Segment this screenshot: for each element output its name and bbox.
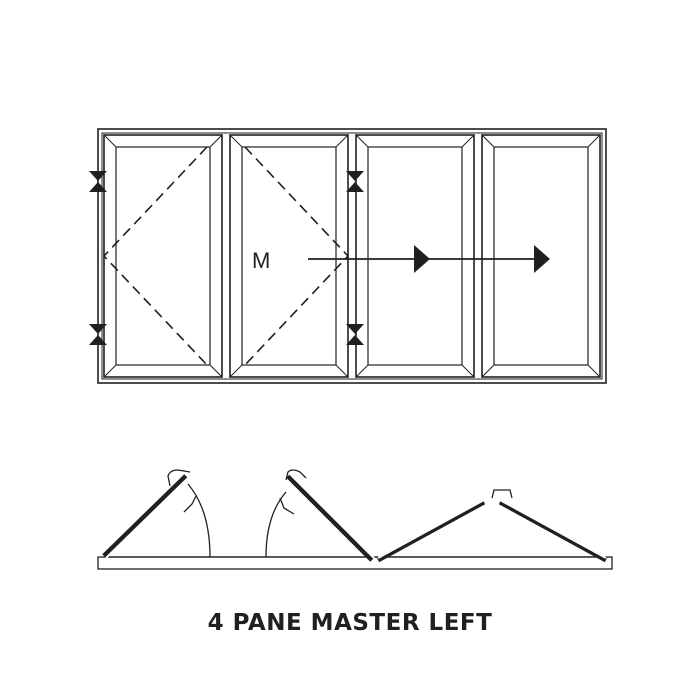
outer-frame: [97, 128, 607, 384]
arrow-head-icon: [534, 245, 550, 273]
door-pane: [103, 134, 223, 378]
handle-icon: [491, 489, 513, 499]
hinge-icon: [346, 324, 364, 345]
elevation-view: M: [89, 128, 607, 384]
master-pane-label: M: [252, 248, 270, 273]
hinge-icon: [89, 324, 107, 345]
diagram-title: 4 PANE MASTER LEFT: [207, 610, 493, 636]
opening-indicator-pane-2: [244, 146, 350, 366]
door-pane: [355, 134, 475, 378]
arrow-head-icon: [414, 245, 430, 273]
swing-arc: [187, 483, 211, 558]
folding-leaf: [286, 473, 375, 562]
door-pane: [481, 134, 601, 378]
swing-arc: [265, 491, 287, 558]
track: [97, 556, 613, 570]
opening-indicator-pane-1: [102, 146, 208, 366]
handle-icon: [183, 495, 197, 513]
handle-icon: [167, 469, 191, 487]
plan-view: [97, 469, 613, 570]
folding-leaf: [498, 499, 608, 563]
hinge-icon: [89, 171, 107, 192]
door-pane: [229, 134, 349, 378]
folding-leaf: [376, 499, 486, 563]
handle-icon: [285, 469, 307, 481]
hinge-icon: [346, 171, 364, 192]
folding-leaf: [102, 474, 189, 559]
handle-icon: [279, 497, 295, 515]
